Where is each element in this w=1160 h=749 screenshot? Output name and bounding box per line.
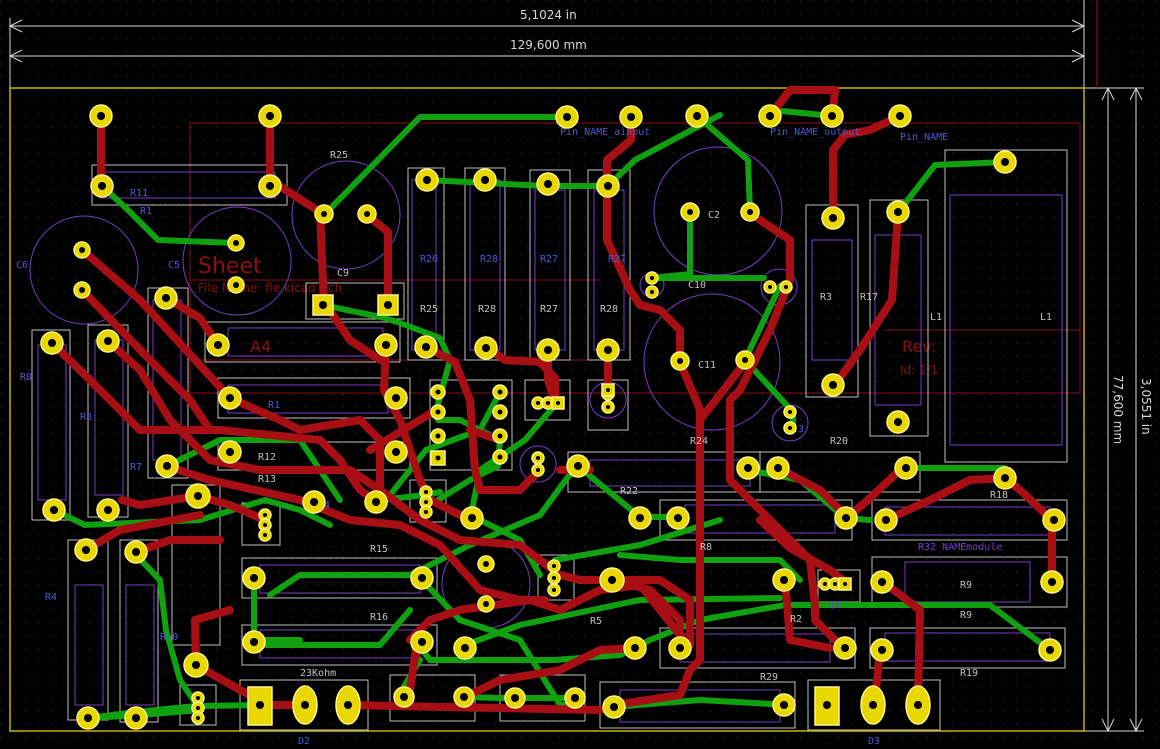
- dimension-width: [8, 0, 1086, 88]
- svg-text:R28: R28: [478, 304, 496, 315]
- svg-text:R17: R17: [860, 292, 878, 303]
- title-sheet-label: Sheet: [198, 254, 262, 279]
- svg-text:R27: R27: [608, 254, 626, 265]
- title-rev-label: Rev:: [902, 337, 936, 356]
- svg-text:C2: C2: [708, 210, 720, 221]
- width-inch-label: 5,1024 in: [520, 8, 577, 22]
- svg-text:Pin_NAME: Pin_NAME: [900, 132, 948, 143]
- height-mm-label: 77,600 mm: [1111, 375, 1125, 444]
- svg-text:R25: R25: [420, 304, 438, 315]
- height-inch-label: 3,0551 in: [1139, 378, 1153, 435]
- svg-text:C6: C6: [16, 260, 28, 271]
- title-id-label: Id: 1/1: [900, 363, 938, 377]
- svg-text:R8: R8: [700, 542, 712, 553]
- svg-text:R32 NAMEmodule: R32 NAMEmodule: [918, 542, 1002, 553]
- reference-designators: R11 R1 R25 C9 C5 C6 R26 R28 R27 R27 R25 …: [16, 127, 1052, 747]
- svg-text:R8: R8: [20, 372, 32, 383]
- svg-text:R9: R9: [960, 580, 972, 591]
- svg-text:L1: L1: [1040, 312, 1052, 323]
- svg-text:R7: R7: [130, 462, 142, 473]
- pads: [40, 104, 1066, 730]
- svg-text:R27: R27: [540, 254, 558, 265]
- svg-text:R20: R20: [830, 436, 848, 447]
- svg-text:R28: R28: [480, 254, 498, 265]
- svg-text:C10: C10: [688, 280, 706, 291]
- svg-text:C9: C9: [337, 268, 349, 279]
- width-mm-label: 129,600 mm: [510, 38, 587, 52]
- svg-text:R13: R13: [258, 474, 276, 485]
- svg-text:C5: C5: [168, 260, 180, 271]
- svg-text:R19: R19: [960, 668, 978, 679]
- svg-text:R22: R22: [620, 486, 638, 497]
- svg-text:R9: R9: [960, 610, 972, 621]
- svg-text:R25: R25: [330, 150, 348, 161]
- svg-text:R4: R4: [45, 592, 57, 603]
- title-size-label: A4: [250, 337, 271, 356]
- svg-text:R18: R18: [990, 490, 1008, 501]
- svg-text:R5: R5: [590, 616, 602, 627]
- svg-text:R28: R28: [600, 304, 618, 315]
- svg-text:R1: R1: [140, 206, 152, 217]
- svg-text:R1: R1: [268, 400, 280, 411]
- svg-text:R24: R24: [690, 436, 708, 447]
- front-copper-traces: [48, 86, 1056, 714]
- svg-text:D3: D3: [868, 736, 880, 747]
- svg-text:R10: R10: [160, 632, 178, 643]
- svg-text:23Kohm: 23Kohm: [300, 668, 336, 679]
- svg-text:R15: R15: [370, 544, 388, 555]
- svg-text:R16: R16: [370, 612, 388, 623]
- svg-text:C11: C11: [698, 360, 716, 371]
- svg-text:Q3: Q3: [828, 600, 840, 611]
- svg-text:R27: R27: [540, 304, 558, 315]
- svg-text:R12: R12: [258, 452, 276, 463]
- svg-text:Pin_NAME_output: Pin_NAME_output: [770, 127, 860, 138]
- board-edge: [9, 87, 1085, 732]
- dimension-height: [1084, 0, 1144, 733]
- svg-text:L1: L1: [930, 312, 942, 323]
- svg-text:R26: R26: [420, 254, 438, 265]
- svg-text:R2: R2: [790, 614, 802, 625]
- svg-text:R8: R8: [80, 412, 92, 423]
- svg-text:Pin_NAME_ainput: Pin_NAME_ainput: [560, 127, 650, 138]
- svg-text:D2: D2: [298, 736, 310, 747]
- svg-text:R11: R11: [130, 188, 148, 199]
- svg-text:R29: R29: [760, 672, 778, 683]
- svg-text:R3: R3: [820, 292, 832, 303]
